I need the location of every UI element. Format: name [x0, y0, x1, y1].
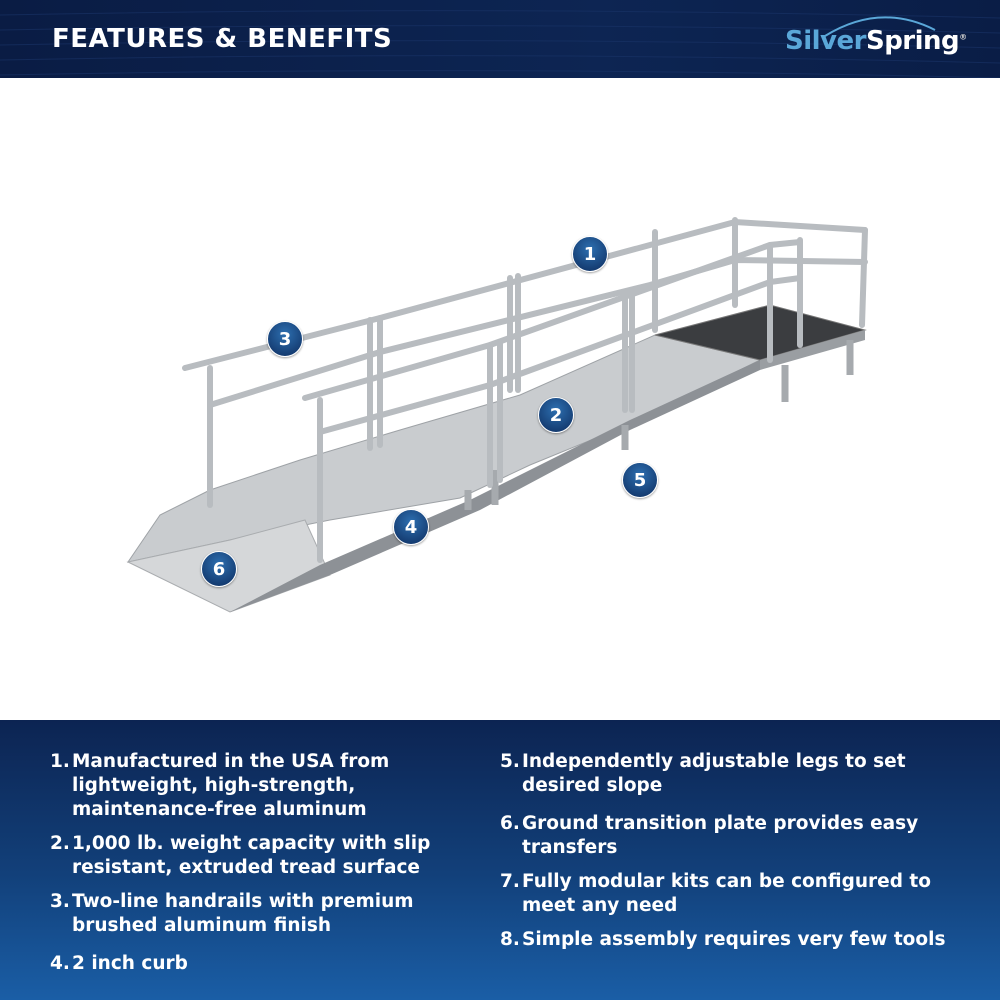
- features-panel: 1.Manufactured in the USA from lightweig…: [0, 720, 1000, 1000]
- feature-item-5: 5.Independently adjustable legs to set d…: [500, 751, 906, 796]
- features-right-column: 5.Independently adjustable legs to set d…: [500, 750, 960, 962]
- feature-item-1: 1.Manufactured in the USA from lightweig…: [50, 751, 390, 820]
- page-title: FEATURES & BENEFITS: [52, 24, 393, 54]
- feature-item-2: 2.1,000 lb. weight capacity with slip re…: [50, 833, 431, 878]
- silverspring-logo: SilverSpring®: [785, 26, 967, 56]
- feature-item-4: 4.2 inch curb: [50, 953, 188, 974]
- marker-5: 5: [622, 462, 658, 498]
- marker-2: 2: [538, 397, 574, 433]
- header-bar: FEATURES & BENEFITS SilverSpring®: [0, 0, 1000, 78]
- wave-pattern: [0, 10, 1000, 78]
- feature-item-6: 6.Ground transition plate provides easy …: [500, 813, 919, 858]
- marker-4: 4: [393, 509, 429, 545]
- feature-item-8: 8.Simple assembly requires very few tool…: [500, 929, 946, 950]
- marker-6: 6: [201, 551, 237, 587]
- feature-item-3: 3.Two-line handrails with premium brushe…: [50, 891, 414, 936]
- marker-1: 1: [572, 236, 608, 272]
- features-left-column: 1.Manufactured in the USA from lightweig…: [50, 750, 470, 986]
- logo-arc-icon: [824, 16, 936, 37]
- feature-item-7: 7.Fully modular kits can be configured t…: [500, 871, 931, 916]
- marker-3: 3: [267, 321, 303, 357]
- ramp-illustration: 1 2 3 4 5 6: [0, 78, 1000, 720]
- ramp-image: [126, 217, 868, 613]
